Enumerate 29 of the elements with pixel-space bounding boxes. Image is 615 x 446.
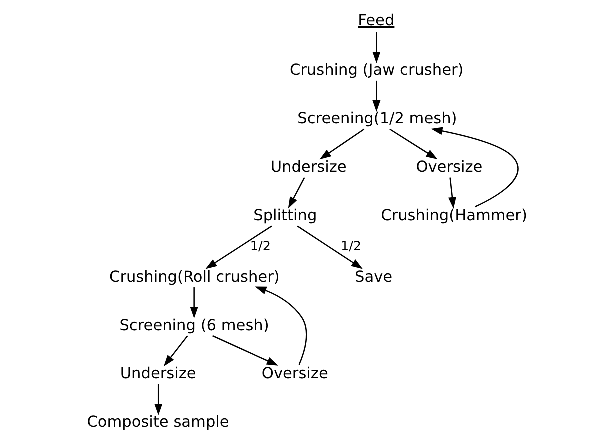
arrow (288, 178, 306, 209)
node-text: Crushing (Jaw crusher) (290, 61, 464, 80)
arrow (206, 226, 272, 270)
node-text: Crushing(Hammer) (381, 206, 528, 225)
node-text: Splitting (254, 206, 318, 225)
node-text: Save (355, 268, 393, 286)
node-text: Oversize (416, 158, 483, 176)
node-text: Composite sample (87, 413, 230, 432)
node-text: Crushing(Roll crusher) (110, 268, 280, 286)
node-text: Oversize (262, 364, 328, 383)
arrow (212, 335, 278, 366)
node-text: Undersize (270, 158, 347, 176)
arrow (448, 178, 456, 209)
arrow (255, 286, 308, 366)
arrow (390, 128, 438, 160)
node-text: Screening (6 mesh) (120, 316, 270, 334)
edge-label: 1/2 (250, 239, 271, 254)
node-text: Screening(1/2 mesh) (298, 110, 458, 128)
node-text: Undersize (120, 364, 196, 383)
arrow (431, 127, 519, 208)
arrow (320, 128, 365, 160)
arrow (154, 384, 163, 416)
arrow (372, 80, 381, 112)
node-text: Feed (358, 11, 395, 30)
arrow (297, 226, 363, 270)
arrow (164, 336, 188, 367)
arrow (372, 32, 381, 64)
arrow (190, 288, 198, 319)
edge-label: 1/2 (340, 239, 362, 254)
